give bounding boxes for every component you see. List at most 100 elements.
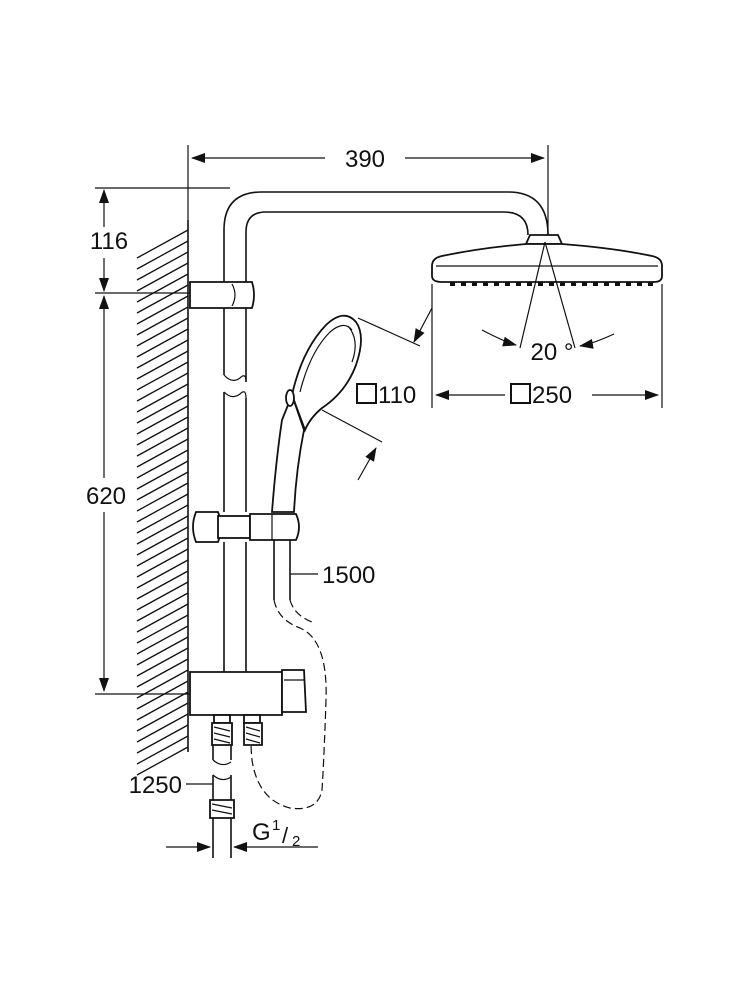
square-symbol-icon	[510, 383, 531, 404]
nozzle	[549, 282, 554, 286]
wall-hatching	[136, 229, 189, 776]
dimension-label-116: 116	[90, 228, 128, 255]
hatch-line	[136, 691, 189, 721]
hatch-line	[136, 735, 189, 765]
dimension-height-116: 116	[90, 187, 230, 294]
hatch-line	[136, 416, 189, 446]
dimension-thread: G 1 / 2	[166, 817, 318, 852]
hand-shower-button-icon	[285, 389, 295, 407]
hatch-line	[136, 328, 189, 358]
hatch-line	[136, 284, 189, 314]
hatch-line	[136, 317, 189, 347]
thread-slash: /	[282, 823, 289, 848]
hatch-line	[136, 746, 189, 776]
nozzle	[593, 282, 598, 286]
nozzle	[472, 282, 477, 286]
hatch-line	[136, 493, 189, 523]
hatch-line	[136, 339, 189, 369]
hatch-line	[136, 515, 189, 545]
nozzle	[582, 282, 587, 286]
hatch-line	[136, 504, 189, 534]
angle-label: 20 °	[531, 339, 574, 366]
nozzle	[516, 282, 521, 286]
hatch-line	[136, 526, 189, 556]
hatch-line	[136, 438, 189, 468]
nozzle	[615, 282, 620, 286]
nozzle	[494, 282, 499, 286]
dimension-height-620: 620	[86, 295, 200, 695]
hatch-line	[136, 427, 189, 457]
hatch-line	[136, 251, 189, 281]
hatch-line	[136, 702, 189, 732]
dimension-label-620: 620	[86, 483, 126, 510]
hatch-line	[136, 482, 189, 512]
hatch-line	[136, 240, 189, 270]
nozzle	[626, 282, 631, 286]
hand-shower	[271, 314, 362, 513]
nozzle	[571, 282, 576, 286]
hatch-line	[136, 229, 189, 259]
hatch-line	[136, 306, 189, 336]
hatch-line	[136, 361, 189, 391]
shower-head-nozzles	[450, 282, 653, 286]
hatch-line	[136, 570, 189, 600]
hatch-line	[136, 636, 189, 666]
dimension-label-1500: 1500	[322, 562, 375, 589]
hatch-line	[136, 537, 189, 567]
dimension-hose-1250: 1250	[129, 772, 213, 799]
hatch-line	[136, 548, 189, 578]
hatch-line	[136, 471, 189, 501]
hatch-line	[136, 592, 189, 622]
thread-denominator: 2	[292, 833, 300, 850]
spray-angle-indicator: 20 °	[481, 241, 615, 366]
inlet-connectors	[209, 722, 263, 858]
nozzle	[450, 282, 455, 286]
nozzle	[461, 282, 466, 286]
hatch-line	[136, 394, 189, 424]
nozzle	[527, 282, 532, 286]
hatch-line	[136, 669, 189, 699]
square-symbol-icon	[356, 383, 377, 404]
wall-bracket	[189, 281, 255, 309]
overhead-shower-head	[431, 234, 663, 286]
hatch-line	[136, 724, 189, 754]
dimension-label-250: 250	[532, 382, 572, 409]
dimension-label-390: 390	[345, 146, 385, 173]
nozzle	[637, 282, 642, 286]
hatch-line	[136, 625, 189, 655]
nozzle	[483, 282, 488, 286]
dimension-head-250: 250	[431, 284, 663, 409]
dimension-width-390: 390	[187, 145, 549, 235]
hatch-line	[136, 680, 189, 710]
hatch-line	[136, 581, 189, 611]
hatch-line	[136, 614, 189, 644]
thread-label-g: G	[252, 819, 271, 846]
nozzle	[538, 282, 543, 286]
wall	[136, 220, 189, 776]
nozzle	[604, 282, 609, 286]
hatch-line	[136, 647, 189, 677]
hatch-line	[136, 460, 189, 490]
hatch-line	[136, 383, 189, 413]
hatch-line	[136, 262, 189, 292]
thermostat-mixer	[189, 669, 307, 724]
hatch-line	[136, 350, 189, 380]
nozzle	[505, 282, 510, 286]
nozzle	[560, 282, 565, 286]
hatch-line	[136, 372, 189, 402]
dimension-label-1250: 1250	[129, 772, 182, 799]
dimension-hand-110: 110	[321, 307, 433, 481]
hatch-line	[136, 295, 189, 325]
hatch-line	[136, 713, 189, 743]
nozzle	[648, 282, 653, 286]
hatch-line	[136, 405, 189, 435]
hatch-line	[136, 449, 189, 479]
hose-1500: 1500	[250, 540, 375, 810]
dimension-label-110: 110	[378, 382, 416, 409]
thread-numerator: 1	[272, 817, 280, 834]
hatch-line	[136, 658, 189, 688]
hatch-line	[136, 603, 189, 633]
hatch-line	[136, 559, 189, 589]
hatch-line	[136, 273, 189, 303]
